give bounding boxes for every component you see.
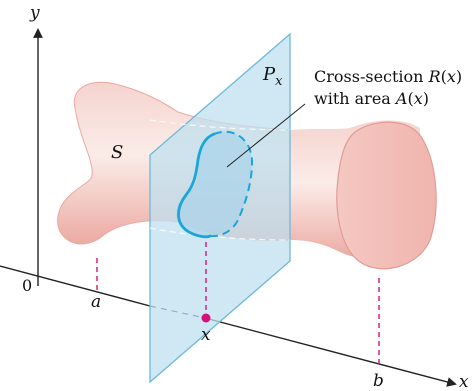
cross-section-region: [176, 131, 252, 236]
cross-section-hidden-edge: [209, 130, 254, 238]
x-axis-label: x: [459, 372, 469, 391]
cross-section-label-line1: Cross-section R(x): [314, 67, 462, 86]
point-b-label: b: [373, 371, 384, 391]
point-x: [201, 313, 211, 323]
y-axis-label: y: [29, 3, 40, 23]
solid-end-cap: [336, 121, 437, 270]
solid-hidden-edge-bottom: [149, 227, 291, 241]
leader-line: [226, 103, 306, 168]
origin-label: 0: [22, 276, 32, 295]
cross-section-visible-edge: [177, 132, 216, 239]
point-x-label: x: [201, 325, 211, 345]
x-axis-front-2: [204, 317, 457, 387]
plane-label-base: P: [262, 64, 276, 85]
plane-label-sub: x: [275, 74, 283, 89]
cross-section-label-line2: with area A(x): [314, 89, 429, 108]
plane-label: Px: [262, 64, 283, 89]
solid-label: S: [111, 142, 123, 163]
x-axis-front: [0, 265, 151, 307]
point-a-label: a: [91, 292, 101, 312]
